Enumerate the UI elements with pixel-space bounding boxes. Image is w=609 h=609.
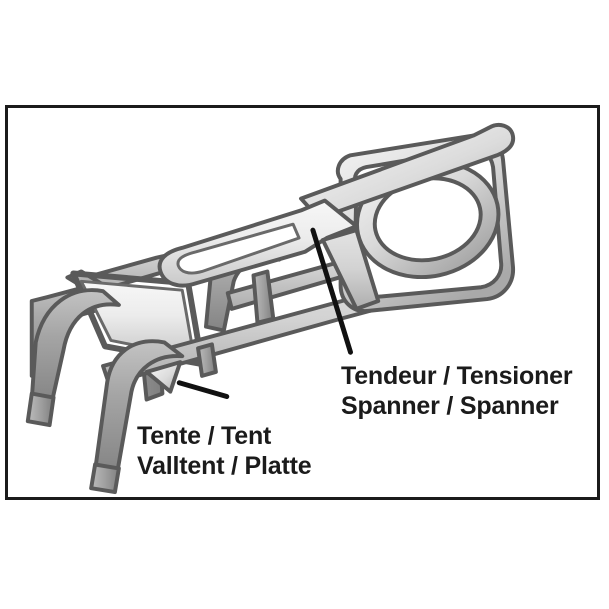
label-tensioner: Tendeur / Tensioner Spanner / Spanner xyxy=(341,361,573,421)
tensioner-lower-plate xyxy=(320,228,381,311)
tent-strut-right xyxy=(251,269,276,325)
leader-lines xyxy=(176,227,353,400)
label-tent-line-2: Valltent / Platte xyxy=(137,452,312,480)
tent-tensioner-illustration xyxy=(25,123,516,495)
leader-line-tent xyxy=(176,380,230,400)
tent-gusset-front xyxy=(144,360,183,394)
tent-leg-front-mid-foot xyxy=(89,462,121,495)
label-tent-line-1: Tente / Tent xyxy=(137,422,272,450)
tent-leg-front-mid xyxy=(93,339,185,477)
label-tent: Tente / Tent Valltent / Platte xyxy=(137,421,312,481)
diagram-frame: Tendeur / Tensioner Spanner / Spanner Te… xyxy=(5,105,600,500)
tensioner-group xyxy=(157,123,516,313)
tent-strut-center xyxy=(196,342,218,378)
tent-leg-front-left-foot xyxy=(25,391,56,428)
tent-leg-front-left xyxy=(29,288,121,406)
tensioner-arm-slot xyxy=(176,222,301,275)
label-tensioner-line-2: Spanner / Spanner xyxy=(341,392,559,420)
tensioner-bar-upper xyxy=(299,123,516,221)
leader-line-tensioner xyxy=(310,227,353,355)
label-tensioner-line-1: Tendeur / Tensioner xyxy=(341,362,573,390)
